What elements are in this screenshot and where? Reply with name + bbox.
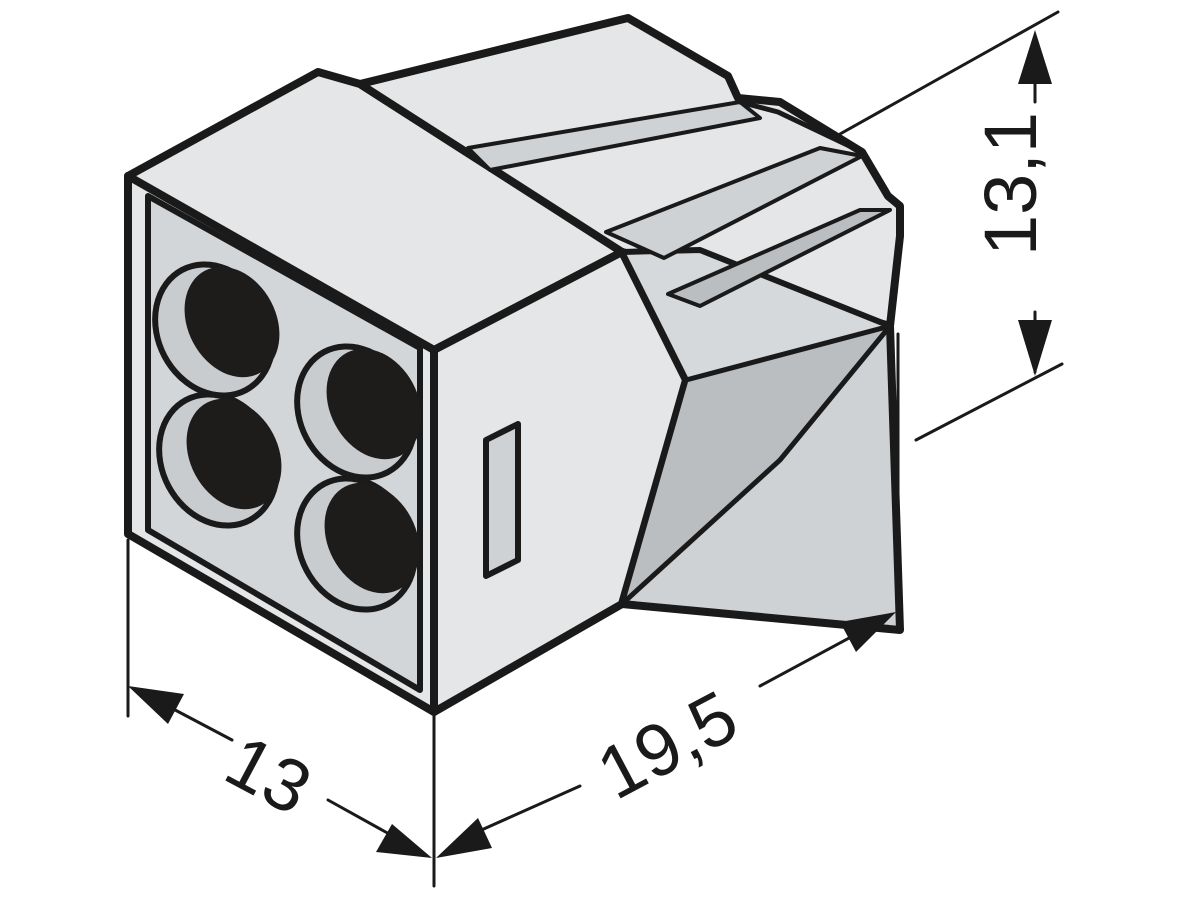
wire-hole-top-right [294, 343, 422, 481]
extension-line-mid [914, 362, 1064, 442]
arrow-height-top [1018, 30, 1052, 84]
length-dimension-label: 19,5 [584, 674, 750, 815]
wire-hole-bottom-right [294, 475, 420, 613]
arrow-width-left [128, 686, 184, 724]
extension-line-top [838, 10, 1060, 136]
top-rib-3 [666, 208, 892, 308]
length-dim-line-b [758, 628, 866, 688]
arrow-height-bottom [1018, 320, 1052, 376]
top-rib-2 [604, 146, 864, 260]
height-dimension-label: 13,1 [969, 112, 1052, 256]
top-rib-1 [466, 100, 762, 172]
wire-hole-bottom-left [156, 391, 282, 529]
top-edge-line [737, 99, 865, 155]
wire-hole-top-left [152, 261, 280, 399]
arrow-length-left [436, 818, 492, 858]
shaded-wedge [619, 323, 893, 607]
length-dim-line-a [466, 784, 582, 838]
release-slot [483, 421, 521, 579]
wire-entry-holes [152, 261, 422, 613]
width-dimension-label: 13 [213, 719, 325, 831]
dimension-arrows [128, 30, 1052, 858]
arrow-length-right [840, 612, 896, 652]
arrow-width-right [376, 824, 432, 858]
